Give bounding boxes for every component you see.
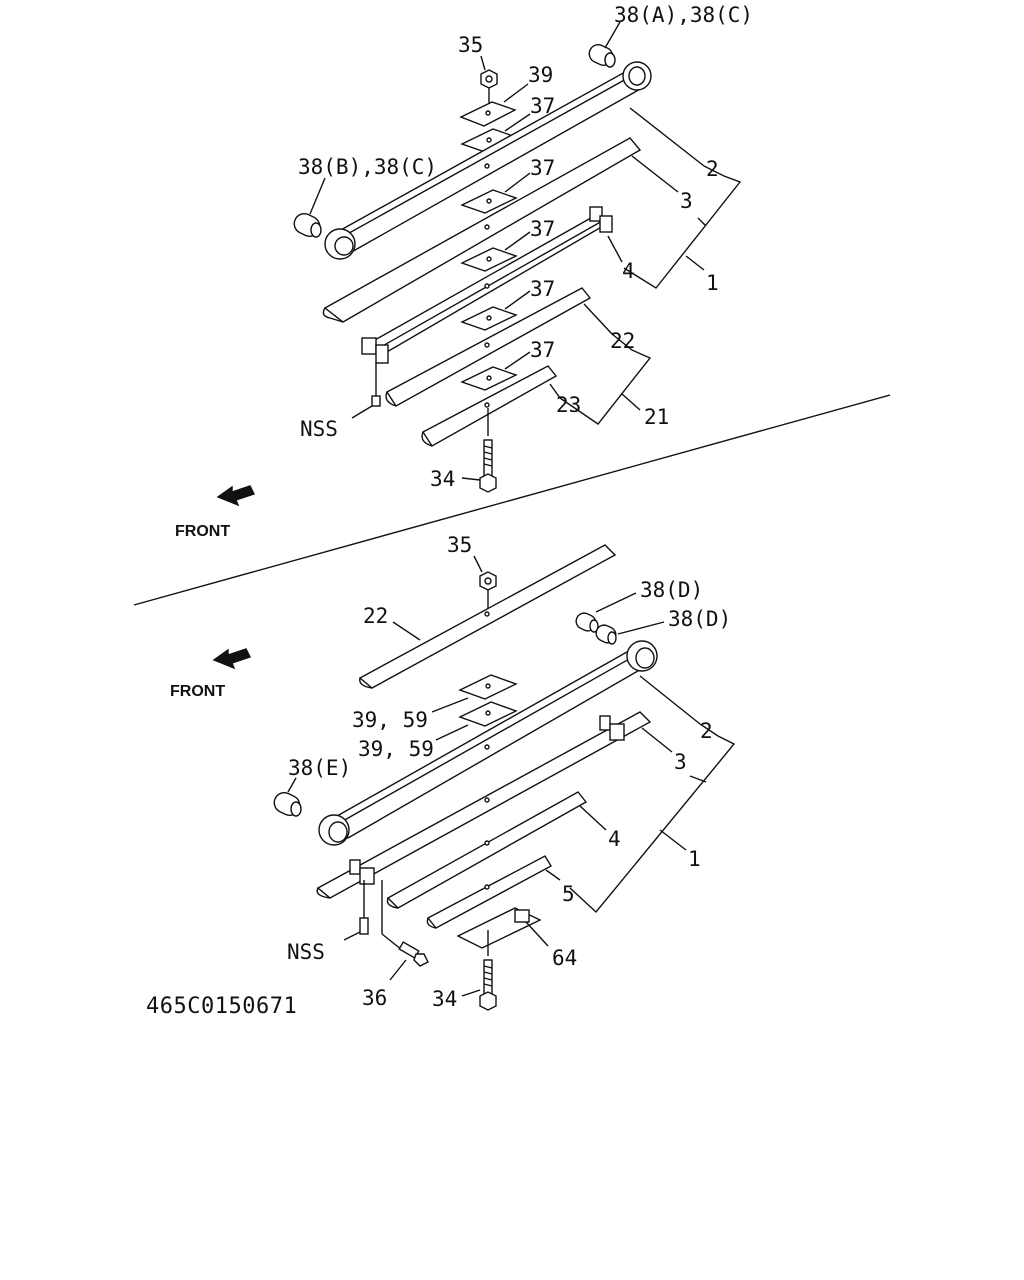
bracket-assembly-1-lower bbox=[569, 723, 736, 914]
upper-assembly: 38(A),38(C) 35 39 37 38(B),38(C) 37 2 3 … bbox=[175, 3, 753, 540]
label-37-5: 37 bbox=[530, 338, 555, 362]
label-37-4: 37 bbox=[530, 277, 555, 301]
label-4-upper: 4 bbox=[622, 259, 635, 283]
label-2-lower: 2 bbox=[700, 719, 713, 743]
spacer-39-59-1 bbox=[431, 674, 518, 713]
label-35: 35 bbox=[458, 33, 483, 57]
spacer-37-5 bbox=[460, 351, 531, 391]
label-38e: 38(E) bbox=[288, 756, 351, 780]
bushing-38e bbox=[273, 777, 302, 817]
label-22-upper: 22 bbox=[610, 329, 635, 353]
leaf-22 bbox=[385, 287, 613, 407]
bushing-38b bbox=[293, 177, 326, 238]
label-22-lower: 22 bbox=[363, 604, 388, 628]
nut-35-lower bbox=[473, 555, 497, 612]
label-36: 36 bbox=[362, 986, 387, 1010]
spacer-39-59-2 bbox=[435, 701, 518, 741]
center-bolt-34-upper bbox=[461, 408, 497, 493]
spacer-37-4 bbox=[460, 290, 531, 331]
front-arrow-icon bbox=[216, 485, 255, 507]
label-nss-lower: NSS bbox=[287, 940, 325, 964]
washer-39 bbox=[459, 83, 529, 127]
label-37-2: 37 bbox=[530, 156, 555, 180]
label-23: 23 bbox=[556, 393, 581, 417]
label-1-lower: 1 bbox=[688, 847, 701, 871]
label-35-lower: 35 bbox=[447, 533, 472, 557]
center-bolt-34-lower bbox=[461, 930, 497, 1011]
label-2-upper: 2 bbox=[706, 157, 719, 181]
leaf-3-lower bbox=[316, 711, 673, 899]
label-nss-upper: NSS bbox=[300, 417, 338, 441]
label-4-lower: 4 bbox=[608, 827, 621, 851]
leaf-4-lower bbox=[386, 791, 607, 909]
leaf-23 bbox=[421, 365, 561, 447]
label-3-lower: 3 bbox=[674, 750, 687, 774]
label-38d-2: 38(D) bbox=[668, 607, 731, 631]
label-3-upper: 3 bbox=[680, 189, 693, 213]
label-39-59-2: 39, 59 bbox=[358, 737, 434, 761]
label-38b-38c: 38(B),38(C) bbox=[298, 155, 437, 179]
spacer-37-2 bbox=[460, 172, 531, 214]
section-divider bbox=[133, 394, 891, 606]
bolt-36 bbox=[381, 880, 429, 981]
label-38d-1: 38(D) bbox=[640, 578, 703, 602]
label-34-upper: 34 bbox=[430, 467, 455, 491]
plate-64 bbox=[456, 907, 549, 949]
label-21: 21 bbox=[644, 405, 669, 429]
leaf-5 bbox=[426, 855, 561, 929]
bracket-assembly-1 bbox=[623, 165, 742, 289]
front-label-lower: FRONT bbox=[170, 683, 225, 700]
label-38a-38c: 38(A),38(C) bbox=[614, 3, 753, 27]
lower-assembly: 35 38(D) 22 38(D) 39, 59 2 39, 59 3 38(E… bbox=[170, 533, 736, 1011]
nut-35 bbox=[480, 55, 498, 110]
label-39: 39 bbox=[528, 63, 553, 87]
diagram-code: 465C0150671 bbox=[146, 994, 297, 1019]
label-37-3: 37 bbox=[530, 217, 555, 241]
label-34-lower: 34 bbox=[432, 987, 457, 1011]
leaf-2-lower bbox=[318, 640, 701, 846]
label-64: 64 bbox=[552, 946, 577, 970]
label-37-1: 37 bbox=[530, 94, 555, 118]
spacer-37-3 bbox=[460, 231, 531, 272]
front-arrow-icon-lower bbox=[212, 648, 251, 670]
label-1-upper: 1 bbox=[706, 271, 719, 295]
leaf-3 bbox=[322, 137, 679, 323]
label-39-59-1: 39, 59 bbox=[352, 708, 428, 732]
front-label-upper: FRONT bbox=[175, 523, 230, 540]
nss-bolt-lower bbox=[343, 880, 369, 941]
bushing-38d-1 bbox=[575, 592, 637, 633]
leaf-22-lower bbox=[358, 544, 617, 689]
leaf-4 bbox=[361, 206, 623, 364]
leaf-2 bbox=[324, 61, 705, 260]
nss-bolt-upper bbox=[351, 362, 381, 419]
bracket-assembly-21 bbox=[559, 333, 652, 425]
bushing-38d-2 bbox=[595, 621, 665, 645]
label-5: 5 bbox=[562, 882, 575, 906]
bushing-38a bbox=[588, 21, 621, 68]
